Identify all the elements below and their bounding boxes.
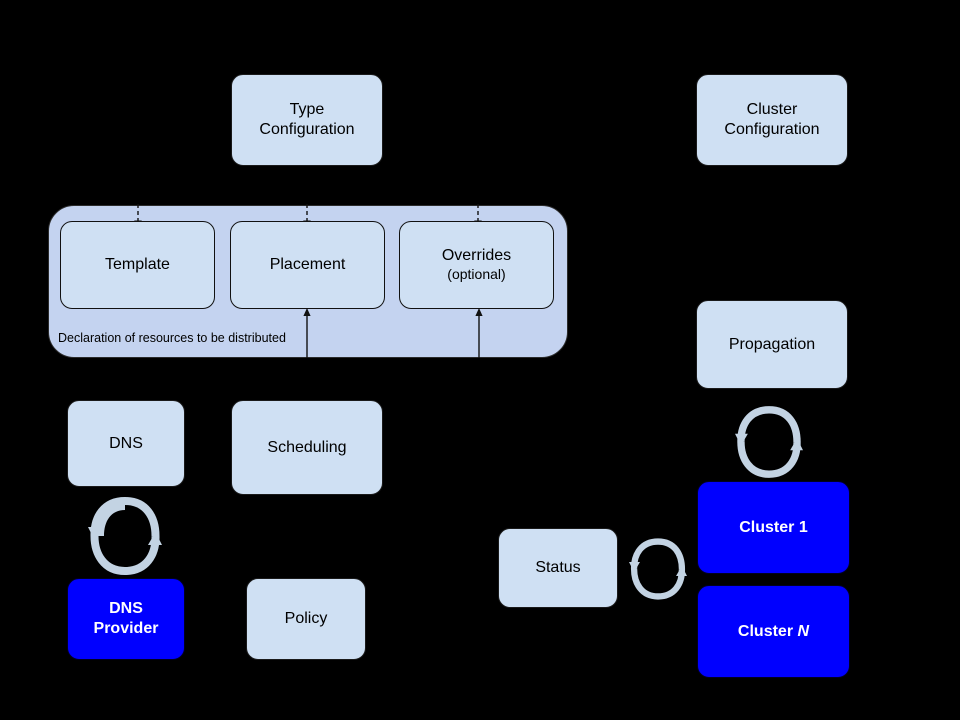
node-scheduling[interactable]: Scheduling xyxy=(231,400,383,495)
node-overrides[interactable]: Overrides (optional) xyxy=(399,221,554,309)
node-cluster-n-prefix: Cluster xyxy=(737,622,798,640)
arrow-policy-to-overrides xyxy=(470,308,488,358)
sync-arrows-icon-status xyxy=(629,528,687,610)
arrow-scheduling-to-placement xyxy=(298,308,316,358)
node-scheduling-label: Scheduling xyxy=(267,438,347,456)
node-overrides-sublabel: (optional) xyxy=(447,266,506,283)
node-type-configuration[interactable]: Type Configuration xyxy=(231,74,383,166)
node-type-configuration-line2: Configuration xyxy=(259,121,355,138)
sync-arrows-icon-propagation xyxy=(735,398,803,486)
node-overrides-label: Overrides xyxy=(441,247,512,265)
node-placement-label: Placement xyxy=(269,256,346,273)
node-cluster-1-index: 1 xyxy=(798,518,808,536)
node-dns-provider-line2: Provider xyxy=(93,620,159,637)
node-dns-provider[interactable]: DNS Provider xyxy=(67,578,185,660)
node-placement[interactable]: Placement xyxy=(230,221,385,309)
node-dns[interactable]: DNS xyxy=(67,400,185,487)
node-propagation-label: Propagation xyxy=(728,335,816,353)
node-cluster-n-text: Cluster N xyxy=(738,622,809,642)
group-declaration-caption: Declaration of resources to be distribut… xyxy=(58,331,286,345)
node-cluster-configuration-line2: Configuration xyxy=(724,121,820,138)
node-policy-label: Policy xyxy=(284,610,328,627)
node-cluster-configuration-line1: Cluster xyxy=(746,101,798,118)
node-status-label: Status xyxy=(535,559,581,576)
node-status[interactable]: Status xyxy=(498,528,618,608)
node-overrides-text: Overrides (optional) xyxy=(442,246,511,284)
node-policy[interactable]: Policy xyxy=(246,578,366,660)
node-cluster-n-index: N xyxy=(797,622,810,640)
node-dns-provider-line1: DNS xyxy=(109,600,143,617)
node-cluster-configuration-text: Cluster Configuration xyxy=(724,100,819,140)
node-dns-label: DNS xyxy=(109,434,143,452)
node-cluster-n[interactable]: Cluster N xyxy=(697,585,850,678)
node-template-label: Template xyxy=(105,256,170,273)
node-type-configuration-line1: Type xyxy=(289,101,325,118)
node-cluster-configuration[interactable]: Cluster Configuration xyxy=(696,74,848,166)
node-dns-provider-text: DNS Provider xyxy=(94,599,159,639)
node-cluster-1-prefix: Cluster xyxy=(739,518,799,536)
sync-arrows-icon-dns xyxy=(88,496,162,576)
node-cluster-1-text: Cluster 1 xyxy=(739,518,807,538)
node-type-configuration-text: Type Configuration xyxy=(259,100,354,140)
node-cluster-1[interactable]: Cluster 1 xyxy=(697,481,850,574)
node-template[interactable]: Template xyxy=(60,221,215,309)
node-propagation[interactable]: Propagation xyxy=(696,300,848,389)
